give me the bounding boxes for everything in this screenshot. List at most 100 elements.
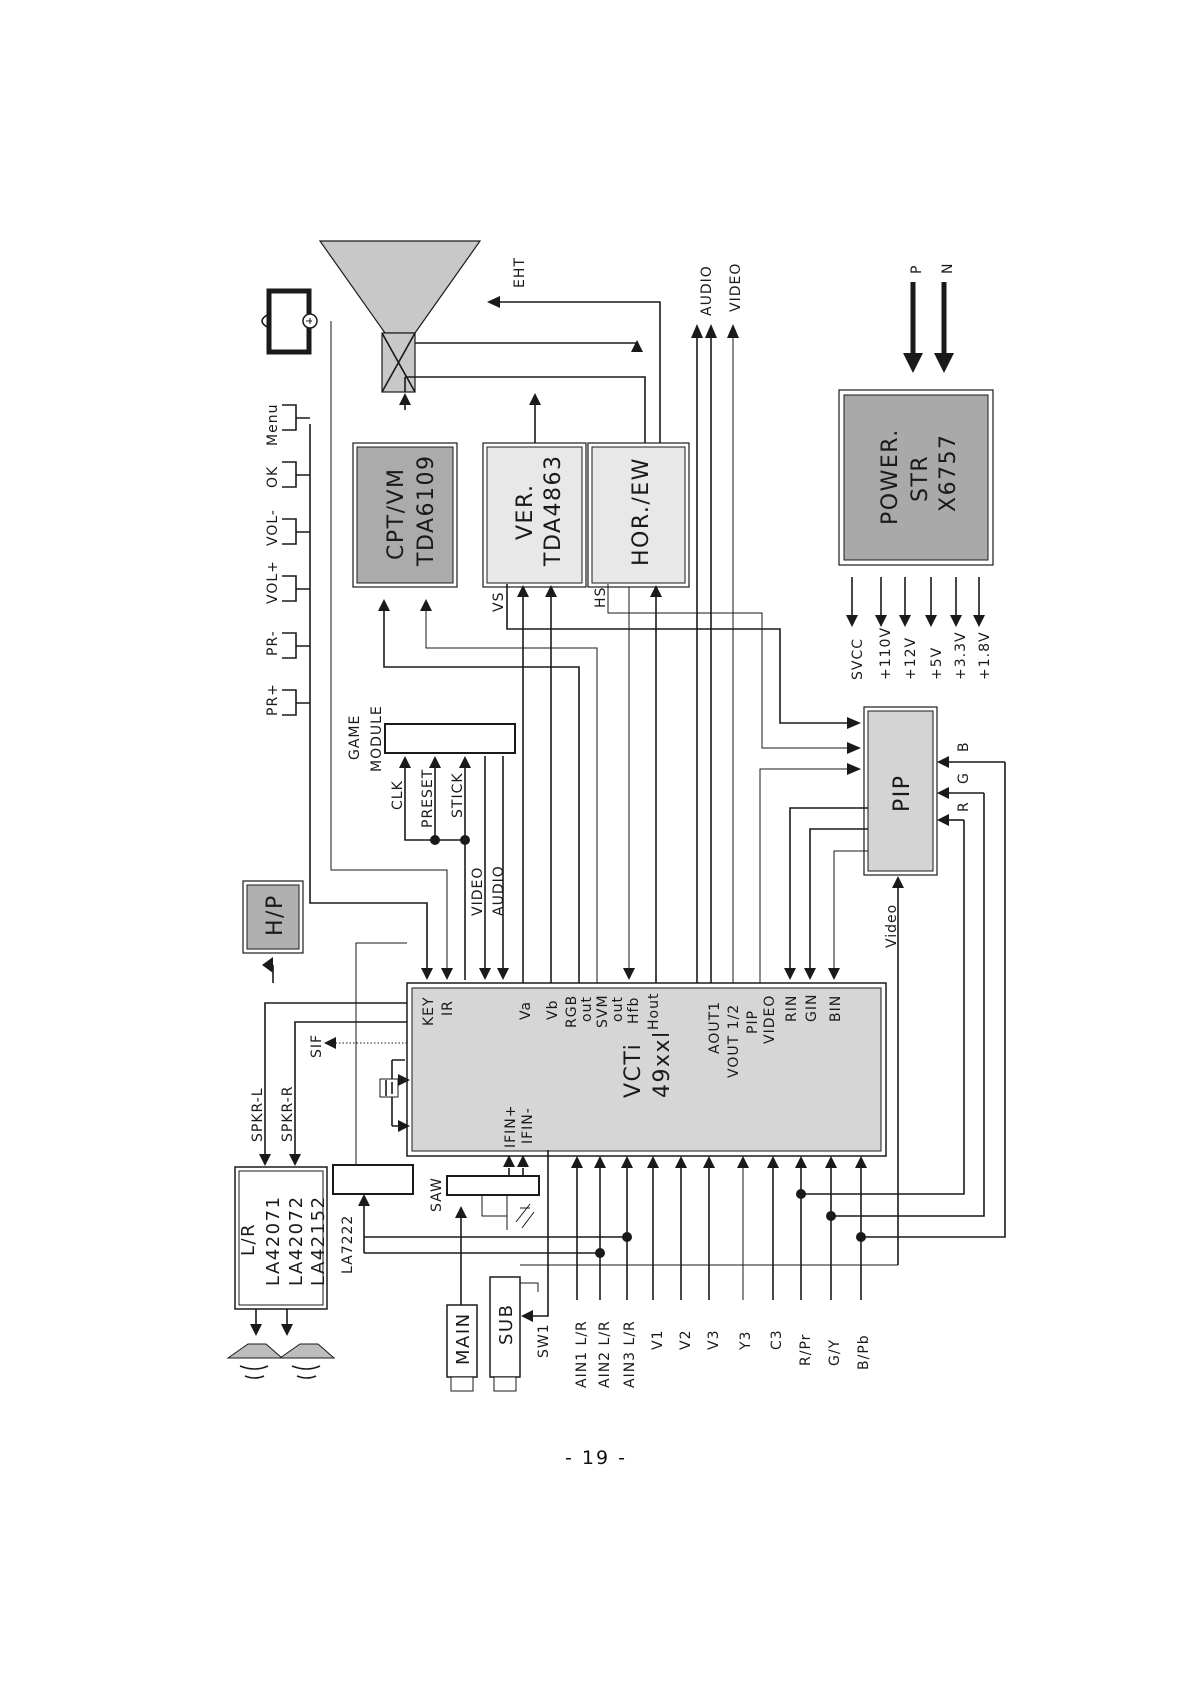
pin-hout: Hout: [646, 993, 662, 1030]
key-label-menu: Menu: [265, 404, 281, 446]
sub-tuner-label: SUB: [496, 1304, 517, 1345]
key-label-ok: OK: [265, 466, 281, 488]
pin-hfb: Hfb: [626, 997, 642, 1024]
speaker-lines: [259, 942, 407, 1170]
ver-label-line2: TDA4863: [541, 454, 566, 567]
mains-p-label: P: [909, 265, 925, 274]
mains-n-label: N: [940, 263, 956, 274]
input-v3: V3: [706, 1330, 722, 1350]
supply-rails: [846, 577, 985, 627]
la7222-block: [332, 1164, 414, 1195]
game-clk-label: CLK: [390, 780, 406, 810]
pin-ifin-minus: IFIN-: [520, 1107, 536, 1144]
rail-1v8: +1.8V: [977, 631, 993, 680]
pip-g-label: G: [956, 772, 972, 784]
hp-label: H/P: [263, 894, 288, 936]
power-label-line2: STR: [908, 455, 933, 502]
output-video-label: VIDEO: [728, 263, 744, 312]
cpt-label-line1: CPT/VM: [384, 467, 409, 560]
ver-label-line1: VER.: [513, 484, 538, 540]
pin-key: KEY: [421, 996, 437, 1026]
pip-b-label: B: [956, 741, 972, 752]
input-y3: Y3: [738, 1331, 754, 1351]
game-module: [384, 723, 516, 754]
audio-amp-block: L/R LA42071 LA42072 LA42152: [234, 1166, 329, 1310]
saw-label: SAW: [429, 1177, 445, 1212]
game-audio-label: AUDIO: [491, 865, 507, 916]
amp-label-line4: LA42152: [308, 1195, 329, 1286]
cpt-block: CPT/VM TDA6109: [352, 442, 458, 588]
input-b-pb: B/Pb: [856, 1334, 872, 1370]
key-label-pr-plus: PR+: [265, 683, 281, 716]
main-tuner-label: MAIN: [453, 1312, 474, 1365]
pin-rgb: RGB: [564, 995, 580, 1028]
key-label-vol-plus: VOL+: [265, 560, 281, 604]
hor-label: HOR./EW: [629, 457, 654, 566]
pip-connections: [506, 584, 1005, 1265]
crystal-icon: [379, 1059, 410, 1132]
game-connections: [399, 756, 509, 980]
chip-to-blocks: [378, 585, 662, 983]
game-stick-label: STICK: [450, 772, 466, 818]
input-r-pr: R/Pr: [798, 1334, 814, 1366]
keypad: [282, 404, 311, 730]
rail-3v3: +3.3V: [953, 631, 969, 680]
pin-ifin-plus: IFIN+: [503, 1104, 519, 1148]
pin-rin: RIN: [784, 995, 800, 1022]
game-video-label: VIDEO: [470, 867, 486, 916]
rail-12v: +12V: [903, 637, 919, 680]
pin-pip-video: VIDEO: [762, 995, 778, 1044]
pin-vb: Vb: [545, 1000, 561, 1020]
rail-110v: +110V: [878, 627, 894, 680]
power-label-line3: X6757: [936, 433, 961, 512]
power-label-line1: POWER.: [878, 428, 903, 525]
sif-label: SIF: [309, 1034, 325, 1058]
spkr-l-label: SPKR-L: [250, 1087, 266, 1142]
hs-label: HS: [593, 587, 609, 608]
pin-rgb-out: out: [579, 996, 595, 1022]
key-label-pr-minus: PR-: [265, 630, 281, 656]
input-g-y: G/Y: [827, 1339, 843, 1366]
amp-label-line3: LA42072: [286, 1195, 307, 1286]
speaker-icons: [226, 1309, 336, 1379]
pin-gin: GIN: [804, 994, 820, 1022]
pin-bin: BIN: [828, 995, 844, 1022]
sw1-label: SW1: [536, 1323, 552, 1358]
pin-aout1: AOUT1: [707, 1001, 723, 1054]
pip-video-label: Video: [884, 904, 900, 948]
power-block: POWER. STR X6757: [838, 389, 994, 566]
vcti-chip: VCTi 49xxl: [406, 982, 887, 1157]
av-output-lines: [691, 324, 739, 983]
input-c3: C3: [769, 1329, 785, 1350]
rail-svcc: SVCC: [850, 638, 866, 680]
pin-svm-out: out: [610, 996, 626, 1022]
chip-label-line2: 49xxl: [650, 1030, 675, 1098]
ir-receiver-icon: [261, 288, 318, 355]
page-number: - 19 -: [565, 1447, 627, 1469]
cpt-label-line2: TDA6109: [414, 454, 439, 567]
spkr-r-label: SPKR-R: [280, 1086, 296, 1142]
pin-pip: PIP: [745, 1010, 761, 1034]
game-module-label-line2: MODULE: [369, 705, 385, 772]
saw-block: [446, 1175, 540, 1230]
mains-input: [903, 282, 954, 373]
amp-label-line2: LA42071: [263, 1195, 284, 1286]
pin-va: Va: [518, 1001, 534, 1020]
ver-block: VER. TDA4863: [482, 442, 587, 588]
la7222-label: LA7222: [340, 1215, 356, 1274]
input-ain3: AIN3 L/R: [622, 1320, 638, 1388]
game-module-label-line1: GAME: [347, 715, 363, 760]
sub-tuner: SUB: [489, 1276, 521, 1392]
pip-label: PIP: [890, 774, 915, 812]
pin-svm: SVM: [595, 994, 611, 1028]
pin-vout: VOUT 1/2: [726, 1004, 742, 1078]
input-v1: V1: [650, 1330, 666, 1350]
amp-label-line1: L/R: [238, 1223, 259, 1256]
hor-block: HOR./EW: [587, 442, 690, 588]
pin-ir: IR: [440, 1000, 456, 1016]
chip-label-line1: VCTi: [621, 1043, 646, 1098]
input-ain2: AIN2 L/R: [597, 1320, 613, 1388]
rail-5v: +5V: [929, 647, 945, 680]
input-ain1: AIN1 L/R: [574, 1320, 590, 1388]
vs-label: VS: [491, 592, 507, 612]
